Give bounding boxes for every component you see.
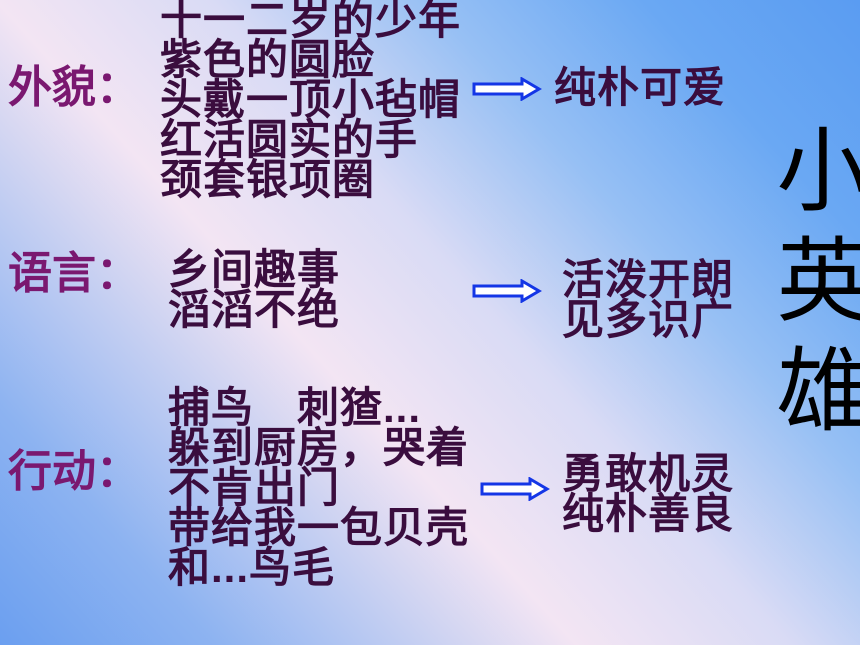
conclusion-line: 活泼开朗 (562, 256, 735, 303)
speech-details: 乡间趣事 滔滔不绝 (168, 246, 341, 333)
vertical-title: 小英雄 (768, 122, 860, 452)
action-detail-line: 和...鸟毛 (168, 544, 336, 591)
conclusion-line: 见多识广 (562, 296, 735, 343)
speech-detail-line: 乡间趣事 (168, 246, 341, 293)
conclusion-line: 勇敢机灵 (562, 450, 735, 497)
right-arrow-outline-icon (480, 477, 550, 501)
action-detail-line: 带给我一包贝壳 (168, 504, 470, 551)
right-arrow-outline-icon (472, 77, 542, 101)
appearance-detail-line: 颈套银项圈 (160, 156, 376, 203)
label-appearance: 外貌： (8, 63, 140, 112)
label-speech: 语言： (8, 249, 140, 298)
appearance-detail-line: 紫色的圆脸 (160, 36, 376, 83)
right-arrow-outline-icon (472, 279, 542, 303)
conclusion-line: 纯朴善良 (562, 490, 735, 537)
speech-conclusion: 活泼开朗 见多识广 (562, 256, 735, 343)
appearance-conclusion: 纯朴可爱 (554, 64, 727, 111)
action-detail-line: 躲到厨房，哭着 (168, 424, 470, 471)
action-detail-line: 不肯出门 (168, 464, 341, 511)
speech-detail-line: 滔滔不绝 (168, 286, 341, 333)
appearance-details: 十一二岁的少年 紫色的圆脸 头戴一顶小毡帽 红活圆实的手 颈套银项圈 (160, 0, 462, 203)
appearance-detail-line: 红活圆实的手 (160, 116, 419, 163)
appearance-detail-line: 十一二岁的少年 (160, 0, 462, 43)
action-conclusion: 勇敢机灵 纯朴善良 (562, 450, 735, 537)
action-details: 捕鸟 刺猹... 躲到厨房，哭着 不肯出门 带给我一包贝壳 和...鸟毛 (168, 384, 470, 591)
label-action: 行动： (8, 447, 140, 496)
appearance-detail-line: 头戴一顶小毡帽 (160, 76, 462, 123)
action-detail-line: 捕鸟 刺猹... (168, 384, 422, 431)
conclusion-line: 纯朴可爱 (554, 64, 727, 111)
